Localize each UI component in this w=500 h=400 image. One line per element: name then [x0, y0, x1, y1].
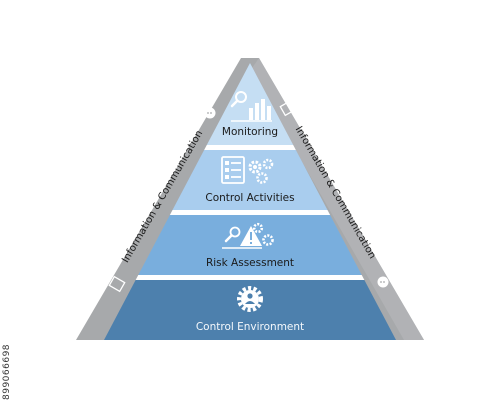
separator-3	[104, 275, 396, 280]
level-label-control-activities: Control Activities	[205, 192, 294, 204]
gear-person-icon	[237, 286, 263, 312]
warning-gears-icon	[222, 222, 274, 249]
chat-icon-right	[377, 276, 389, 288]
chat-icon-left	[204, 107, 216, 119]
checklist-gears-icon	[221, 156, 274, 184]
pyramid-frame-highlight	[250, 58, 424, 340]
document-icon-left	[108, 275, 126, 293]
bar-chart-magnifier-icon	[230, 91, 272, 122]
level-label-risk-assessment: Risk Assessment	[206, 257, 294, 269]
separator-2	[104, 210, 396, 215]
document-icon-right	[279, 99, 297, 117]
level-label-monitoring: Monitoring	[222, 126, 278, 138]
separator-1	[104, 145, 396, 150]
level-label-control-environment: Control Environment	[196, 321, 304, 333]
stock-id: 899066698	[2, 343, 12, 400]
